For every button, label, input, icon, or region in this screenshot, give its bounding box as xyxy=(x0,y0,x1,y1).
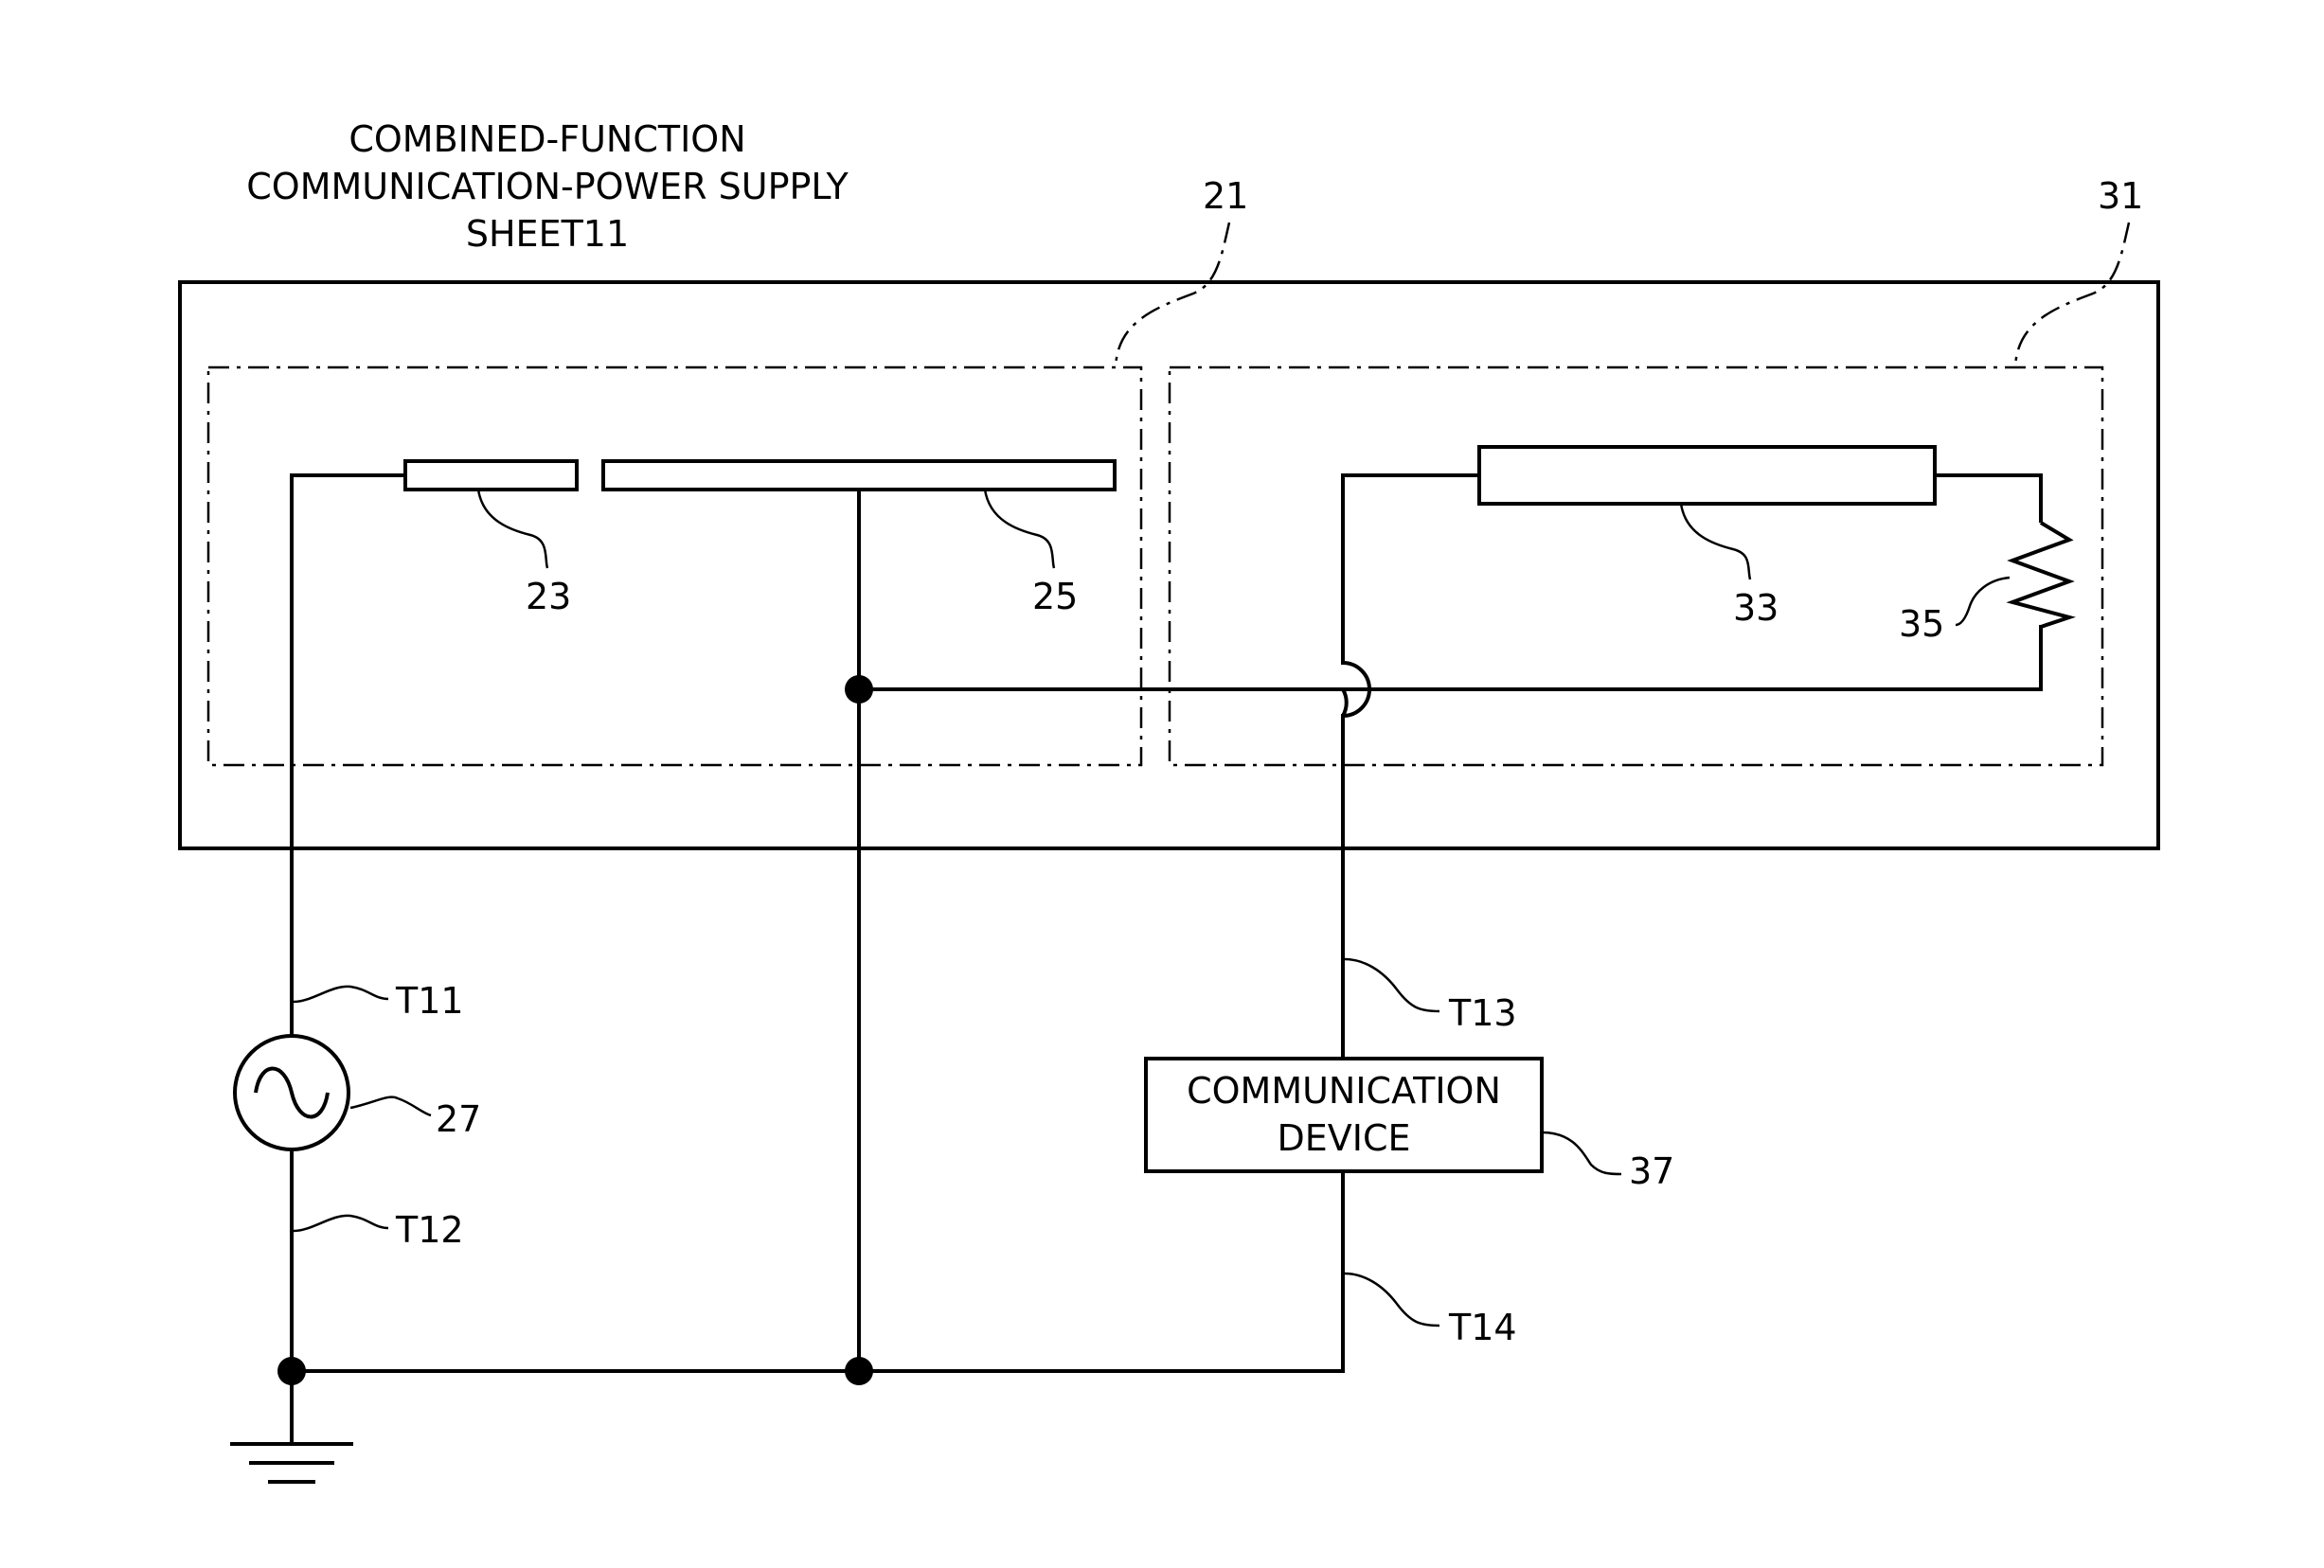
title-line-1: COMBINED-FUNCTION xyxy=(349,118,745,160)
wire-element-33-right xyxy=(1935,475,2041,523)
leader-t14 xyxy=(1345,1274,1439,1326)
leader-23 xyxy=(478,490,547,568)
title-line-2: COMMUNICATION-POWER SUPPLY xyxy=(246,166,849,207)
label-21: 21 xyxy=(1203,175,1248,217)
leader-21 xyxy=(1116,223,1229,367)
label-t12: T12 xyxy=(395,1209,464,1251)
label-25: 25 xyxy=(1032,576,1078,617)
junction-dot-upper xyxy=(845,675,873,704)
region-31-outline xyxy=(1170,367,2102,765)
leader-t13 xyxy=(1345,959,1439,1011)
wire-t13 xyxy=(1343,475,1479,1059)
ground-icon xyxy=(230,1371,353,1482)
title-line-3: SHEET11 xyxy=(466,213,629,255)
leader-35 xyxy=(1956,578,2010,625)
leader-37 xyxy=(1542,1132,1621,1174)
ac-source-icon xyxy=(235,1036,349,1149)
electrode-25 xyxy=(603,461,1115,490)
device-label-line-1: COMMUNICATION xyxy=(1187,1070,1501,1112)
leader-25 xyxy=(985,490,1054,568)
electrode-23 xyxy=(405,461,577,490)
label-35: 35 xyxy=(1899,603,1944,645)
label-31: 31 xyxy=(2098,175,2143,217)
device-label-line-2: DEVICE xyxy=(1277,1117,1410,1159)
leader-31 xyxy=(2015,223,2129,367)
label-27: 27 xyxy=(436,1098,481,1140)
label-37: 37 xyxy=(1629,1150,1674,1192)
leader-t11 xyxy=(294,987,388,1002)
label-t13: T13 xyxy=(1448,992,1517,1034)
wire-t11 xyxy=(292,475,405,1036)
region-21-outline xyxy=(208,367,1141,765)
leader-t12 xyxy=(294,1216,388,1231)
label-t14: T14 xyxy=(1448,1307,1517,1348)
leader-27 xyxy=(350,1097,431,1115)
wire-return xyxy=(859,625,2041,716)
wire-bottom xyxy=(292,1171,1343,1371)
resistor-35 xyxy=(2012,523,2069,627)
element-33 xyxy=(1479,447,1935,504)
label-23: 23 xyxy=(526,576,571,617)
label-t11: T11 xyxy=(395,980,464,1022)
leader-33 xyxy=(1681,504,1750,579)
junction-dot-bottom xyxy=(845,1357,873,1385)
label-33: 33 xyxy=(1733,587,1779,629)
